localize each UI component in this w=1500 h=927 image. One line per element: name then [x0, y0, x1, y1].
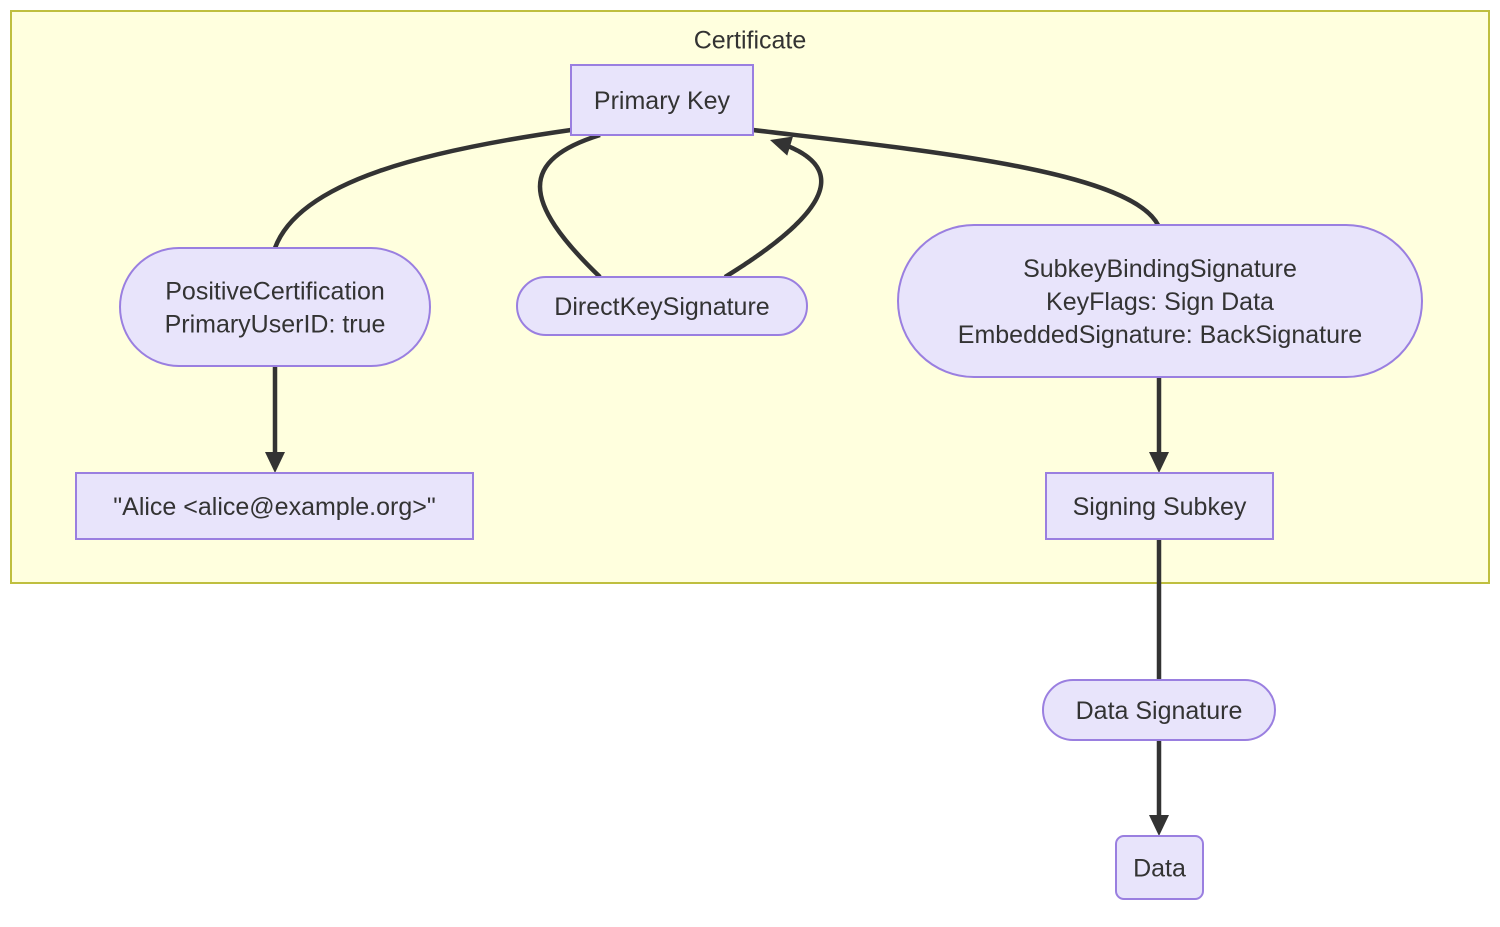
arrowhead-icon: [770, 136, 793, 156]
node-shape-rect: [1045, 472, 1274, 540]
node-label-line: "Alice <alice@example.org>": [113, 493, 435, 521]
node-label-line: PositiveCertification: [165, 278, 385, 306]
edge-subkey-binding-signature-to-signing-subkey: [1149, 377, 1169, 473]
node-label-line: PrimaryUserID: true: [165, 311, 386, 339]
arrowhead-icon: [1149, 815, 1169, 836]
edge-positive-certification-to-user-id: [265, 366, 285, 473]
edges-layer: [265, 127, 1169, 836]
edge-data-signature-to-data: [1149, 740, 1169, 836]
edge-primary-key-to-positive-certification: [272, 127, 572, 249]
node-label-line: Primary Key: [594, 87, 731, 115]
node-shape-rounded-rect: [1115, 835, 1204, 900]
node-primary-key[interactable]: Primary Key: [570, 64, 754, 136]
edge-primary-key-to-direct-key-signature: [537, 132, 602, 279]
node-data-signature[interactable]: Data Signature: [1042, 679, 1276, 741]
arrowhead-icon: [265, 452, 285, 473]
node-shape-stadium: [516, 276, 808, 336]
node-data[interactable]: Data: [1115, 835, 1204, 900]
node-shape-stadium: [897, 224, 1423, 378]
edge-line: [272, 127, 572, 249]
node-shape-rect: [75, 472, 474, 540]
node-shape-stadium: [1042, 679, 1276, 741]
node-signing-subkey[interactable]: Signing Subkey: [1045, 472, 1274, 540]
node-label-line: Signing Subkey: [1073, 493, 1247, 521]
edge-line: [752, 127, 1161, 227]
node-label-line: Data: [1133, 855, 1186, 883]
edge-line: [723, 142, 824, 279]
edge-primary-key-to-subkey-binding-signature: [752, 127, 1161, 227]
node-label-line: EmbeddedSignature: BackSignature: [958, 321, 1362, 349]
nodes-layer: Primary KeyPositiveCertificationPrimaryU…: [75, 64, 1423, 900]
node-shape-rect: [570, 64, 754, 136]
node-label-line: KeyFlags: Sign Data: [1046, 288, 1274, 316]
node-direct-key-signature[interactable]: DirectKeySignature: [516, 276, 808, 336]
edge-direct-key-signature-to-primary-key: [723, 136, 824, 279]
node-label-line: SubkeyBindingSignature: [1023, 255, 1297, 283]
node-shape-stadium: [119, 247, 431, 367]
node-label-line: DirectKeySignature: [554, 293, 769, 321]
node-user-id[interactable]: "Alice <alice@example.org>": [75, 472, 474, 540]
arrowhead-icon: [1149, 452, 1169, 473]
cluster-certificate-label: Certificate: [694, 27, 807, 55]
edge-line: [537, 132, 602, 279]
node-label-line: Data Signature: [1076, 697, 1243, 725]
